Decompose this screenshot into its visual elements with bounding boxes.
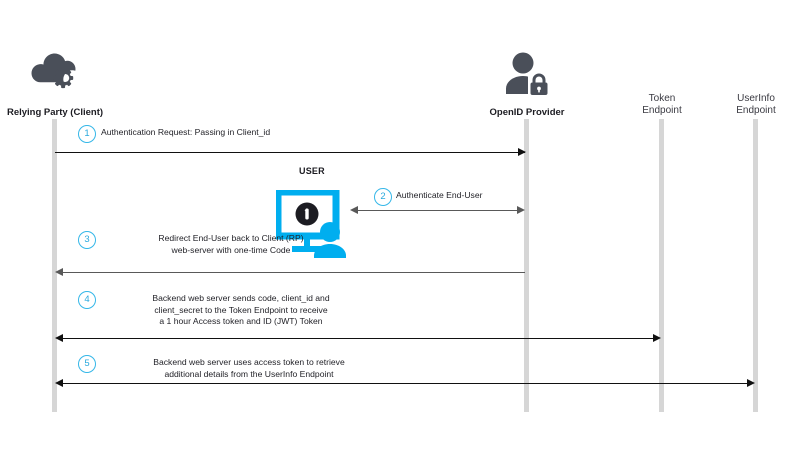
step-badge-3: 3 xyxy=(78,231,96,249)
actor-label-token-endpoint-line2: Endpoint xyxy=(642,105,682,116)
lifeline-userinfo-endpoint xyxy=(753,119,758,412)
actor-openid-provider: OpenID Provider xyxy=(472,50,582,119)
actor-label-userinfo-endpoint-line2: Endpoint xyxy=(736,105,776,116)
actor-relying-party: Relying Party (Client) xyxy=(0,50,110,119)
actor-label-openid-provider: OpenID Provider xyxy=(489,107,565,118)
step-text-3: Redirect End-User back to Client (RP) we… xyxy=(158,233,304,255)
actor-userinfo-endpoint: UserInfo Endpoint xyxy=(706,93,800,117)
message-arrow-2 xyxy=(358,210,520,211)
actor-label-token-endpoint-line1: Token xyxy=(648,93,676,104)
step-badge-5: 5 xyxy=(78,355,96,373)
message-arrow-5 xyxy=(62,383,752,384)
arrowhead-2-left xyxy=(350,206,358,214)
lifeline-token-endpoint xyxy=(659,119,664,412)
step-text-5: Backend web server uses access token to … xyxy=(153,357,345,379)
message-arrow-1 xyxy=(55,152,525,153)
lifeline-relying-party xyxy=(52,119,57,412)
monitor-user-icon xyxy=(274,188,350,263)
actor-label-userinfo-endpoint-line1: UserInfo xyxy=(737,93,775,104)
arrowhead-5-right xyxy=(747,379,755,387)
step-badge-2: 2 xyxy=(374,188,392,206)
cloud-gear-icon xyxy=(0,50,110,103)
lifeline-openid-provider xyxy=(524,119,529,412)
arrowhead-4-right xyxy=(653,334,661,342)
message-arrow-4 xyxy=(62,338,658,339)
step-text-2: Authenticate End-User xyxy=(396,190,483,200)
person-lock-icon xyxy=(472,50,582,103)
actor-label-relying-party: Relying Party (Client) xyxy=(6,107,104,118)
step-text-4: Backend web server sends code, client_id… xyxy=(152,293,330,326)
arrowhead-1-right xyxy=(518,148,526,156)
message-arrow-3 xyxy=(62,272,525,273)
arrowhead-5-left xyxy=(55,379,63,387)
step-badge-4: 4 xyxy=(78,291,96,309)
actor-token-endpoint: Token Endpoint xyxy=(612,93,712,117)
arrowhead-2-right xyxy=(517,206,525,214)
arrowhead-4-left xyxy=(55,334,63,342)
step-badge-1: 1 xyxy=(78,125,96,143)
step-text-1: Authentication Request: Passing in Clien… xyxy=(101,127,271,137)
arrowhead-3-left xyxy=(55,268,63,276)
user-label: USER xyxy=(299,166,325,176)
